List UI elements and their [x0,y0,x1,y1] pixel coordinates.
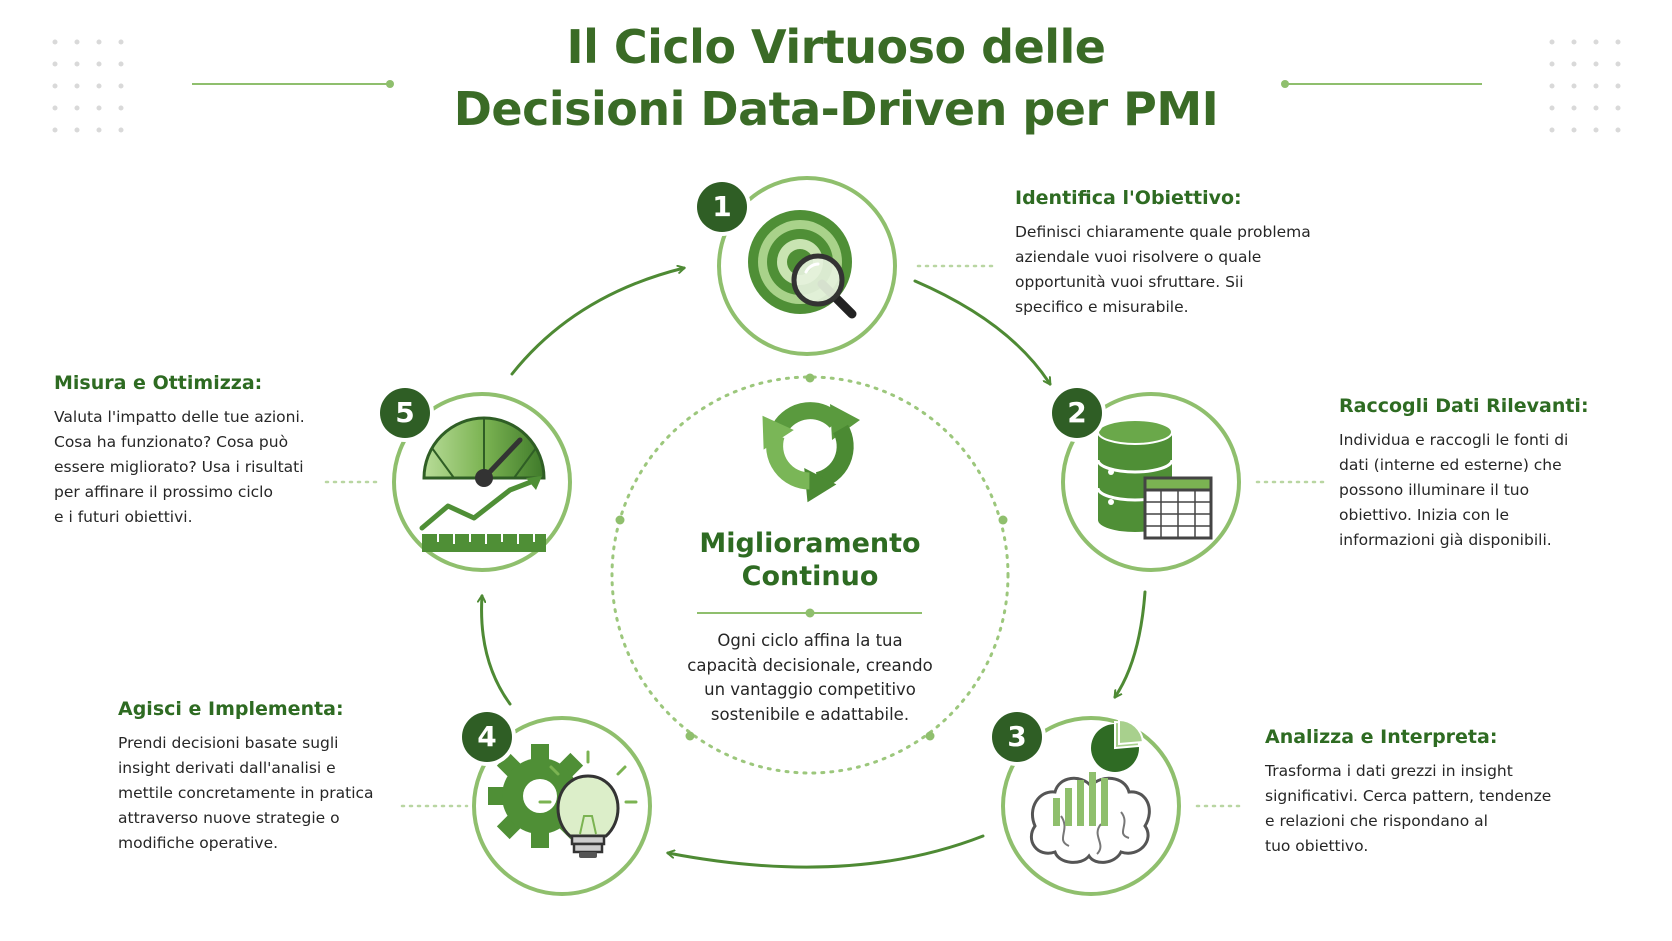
brain-chart-icon [1029,718,1151,864]
step-2-heading: Raccogli Dati Rilevanti: [1339,395,1589,417]
step-5-line: per affinare il prossimo ciclo [54,483,273,501]
step-4-line: insight derivati dall'analisi e [118,759,336,777]
step-3-line: e relazioni che rispondano al [1265,812,1488,830]
step-1-text: Identifica l'Obiettivo: Definisci chiara… [1015,187,1311,320]
center-desc-line: un vantaggio competitivo [704,680,916,699]
step-5-heading: Misura e Ottimizza: [54,372,263,394]
step-2-line: informazioni già disponibili. [1339,531,1552,549]
step-1-line: opportunità vuoi sfruttare. Sii [1015,273,1244,291]
step-1-badge: 1 [697,182,747,232]
gear-lightbulb-icon [488,744,638,858]
text-connectors [324,264,1330,808]
center-desc-line: sostenibile e adattabile. [710,704,910,724]
center-description: Ogni ciclo affina la tua capacità decisi… [630,629,990,727]
title-divider-right [1281,80,1482,88]
step-5-line: Valuta l'impatto delle tue azioni. [54,408,305,426]
step-5-badge: 5 [380,388,430,438]
arrow-4-to-5 [482,596,512,706]
step-1-line: specifico e misurabile. [1015,298,1189,316]
center-divider [697,608,922,618]
step-5-line: e i futuri obiettivi. [54,508,193,526]
title-divider-left [192,80,394,88]
step-5-line: Cosa ha funzionato? Cosa può [54,433,289,451]
step-4-line: mettile concretamente in pratica [118,784,374,802]
step-3-heading: Analizza e Interpreta: [1265,726,1498,748]
arrow-2-to-3 [1113,590,1147,697]
step-2-line: Individua e raccogli le fonti di [1339,431,1569,449]
center-title-line-1: Miglioramento [699,528,921,559]
cycle-arrows [482,268,1147,869]
step-5-text: Misura e Ottimizza: Valuta l'impatto del… [54,372,305,530]
arrow-5-to-1 [510,268,684,376]
step-5-line: essere migliorato? Usa i risultati [54,458,304,476]
step-1-line: aziendale vuoi risolvere o quale [1015,248,1262,266]
center-desc-line: Ogni ciclo affina la tua [717,631,903,650]
step-4-line: modifiche operative. [118,834,279,852]
center-title: Miglioramento Continuo [640,527,980,593]
step-2-text: Raccogli Dati Rilevanti: Individua e rac… [1339,395,1589,553]
step-3-line: Trasforma i dati grezzi in insight [1265,762,1513,780]
center-dashed-ring [610,373,1010,775]
step-2-line: dati (interne ed esterne) che [1339,456,1562,474]
step-4-line: attraverso nuove strategie o [118,809,340,827]
database-table-icon [1096,419,1213,540]
center-desc-line: capacità decisionale, creando [687,655,933,675]
step-3-text: Analizza e Interpreta: Trasforma i dati … [1265,726,1551,859]
page-title-line-1: Il Ciclo Virtuoso delle [566,20,1106,74]
step-4-text: Agisci e Implementa: Prendi decisioni ba… [118,698,374,856]
dot-grid-left [52,39,124,133]
step-2-line: obiettivo. Inizia con le [1339,506,1510,524]
target-magnifier-icon [748,210,857,319]
step-4-heading: Agisci e Implementa: [118,698,344,720]
gauge-growth-icon [419,416,546,552]
arrow-1-to-2 [913,279,1052,384]
center-title-line-2: Continuo [741,561,879,592]
step-2-badge: 2 [1052,388,1102,438]
step-3-line: tuo obiettivo. [1265,837,1369,855]
step-4-line: Prendi decisioni basate sugli [118,734,339,752]
recycle-icon [762,402,860,503]
step-3-line: significativi. Cerca pattern, tendenze [1265,787,1552,805]
step-2-line: possono illuminare il tuo [1339,481,1530,499]
page-title-line-2: Decisioni Data-Driven per PMI [453,82,1219,136]
dot-grid-right [1549,39,1621,133]
step-4-badge: 4 [462,712,512,762]
step-1-line: Definisci chiaramente quale problema [1015,223,1311,241]
step-3-badge: 3 [992,712,1042,762]
arrow-3-to-4 [668,834,985,869]
step-1-heading: Identifica l'Obiettivo: [1015,187,1242,209]
